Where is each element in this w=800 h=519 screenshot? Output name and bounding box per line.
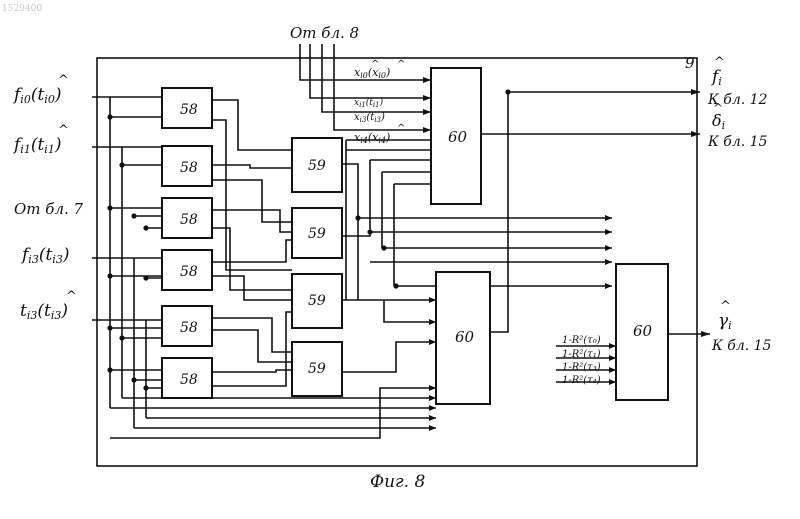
svg-text:1-R²(τ₁): 1-R²(τ₁) — [562, 349, 601, 360]
svg-text:^: ^ — [713, 101, 723, 115]
svg-text:^: ^ — [397, 59, 405, 70]
output-label-delta: δi ^ К бл. 15 — [707, 101, 768, 150]
svg-text:ti3(ti3): ti3(ti3) — [20, 301, 68, 322]
svg-text:58: 58 — [180, 372, 198, 388]
svg-text:К бл. 15: К бл. 15 — [707, 134, 768, 150]
block-59-3: 59 — [292, 274, 342, 328]
svg-text:1-R²(τ₄): 1-R²(τ₄) — [562, 375, 601, 386]
svg-text:xi3(ti3): xi3(ti3) — [354, 112, 385, 124]
input-label-f-i0: fi0(ti0) ^ — [12, 73, 69, 106]
svg-text:^: ^ — [66, 289, 77, 304]
svg-text:fi0(ti0): fi0(ti0) — [12, 85, 61, 106]
svg-text:xi4(xi4): xi4(xi4) — [354, 131, 390, 145]
svg-text:xi1(ti1): xi1(ti1) — [354, 97, 384, 109]
block-59-1: 59 — [292, 138, 342, 192]
svg-text:59: 59 — [308, 226, 326, 242]
svg-text:60: 60 — [448, 128, 468, 146]
svg-text:fi: fi — [710, 67, 722, 88]
svg-text:^: ^ — [58, 73, 69, 88]
svg-text:60: 60 — [455, 328, 475, 346]
top-source-label: От бл. 8 — [290, 24, 359, 42]
svg-text:58: 58 — [180, 102, 198, 118]
svg-text:58: 58 — [180, 264, 198, 280]
r-squared-labels: 1-R²(τ₀) 1-R²(τ₁) 1-R²(τ₃) 1-R²(τ₄) — [562, 335, 601, 386]
figure-caption: Фиг. 8 — [370, 472, 425, 492]
document-number: 1529400 — [2, 4, 42, 14]
svg-text:58: 58 — [180, 320, 198, 336]
block-58-3: 58 — [162, 198, 212, 238]
input-label-f-i1: fi1(ti1) ^ — [12, 123, 69, 156]
svg-text:γi: γi — [718, 311, 732, 332]
svg-text:60: 60 — [633, 322, 653, 340]
block-58-6: 58 — [162, 358, 212, 398]
svg-text:^: ^ — [397, 123, 405, 134]
svg-text:58: 58 — [180, 212, 198, 228]
block-60-upper: 60 — [431, 68, 481, 204]
block-60-lower: 60 — [436, 272, 490, 404]
svg-text:^: ^ — [371, 59, 379, 70]
left-source-label: От бл. 7 — [14, 200, 84, 218]
svg-text:fi1(ti1): fi1(ti1) — [12, 135, 61, 156]
svg-text:^: ^ — [58, 123, 69, 138]
block-58-4: 58 — [162, 250, 212, 290]
svg-text:59: 59 — [308, 158, 326, 174]
x-input-labels: xi0(xi0) xi1(ti1) xi3(ti3) xi4(xi4) ^ ^ … — [354, 59, 405, 145]
svg-text:1-R²(τ₃): 1-R²(τ₃) — [562, 362, 601, 373]
block-59-2: 59 — [292, 208, 342, 258]
block-60-right: 60 — [616, 264, 668, 400]
input-label-f-i3: fi3(ti3) — [20, 245, 69, 266]
frame-label: 9 — [685, 54, 695, 72]
svg-text:58: 58 — [180, 160, 198, 176]
block-58-2: 58 — [162, 146, 212, 186]
input-label-t-i3: ti3(ti3) ^ — [20, 289, 77, 322]
svg-text:^: ^ — [714, 55, 725, 70]
block-58-1: 58 — [162, 88, 212, 128]
svg-text:^: ^ — [720, 299, 731, 314]
svg-text:59: 59 — [308, 293, 326, 309]
block-59-4: 59 — [292, 342, 342, 396]
svg-text:fi3(ti3): fi3(ti3) — [20, 245, 69, 266]
svg-text:К бл. 15: К бл. 15 — [711, 338, 772, 354]
block-58-5: 58 — [162, 306, 212, 346]
output-label-gamma: γi ^ К бл. 15 — [711, 299, 772, 354]
svg-text:1-R²(τ₀): 1-R²(τ₀) — [562, 335, 601, 346]
svg-text:59: 59 — [308, 361, 326, 377]
